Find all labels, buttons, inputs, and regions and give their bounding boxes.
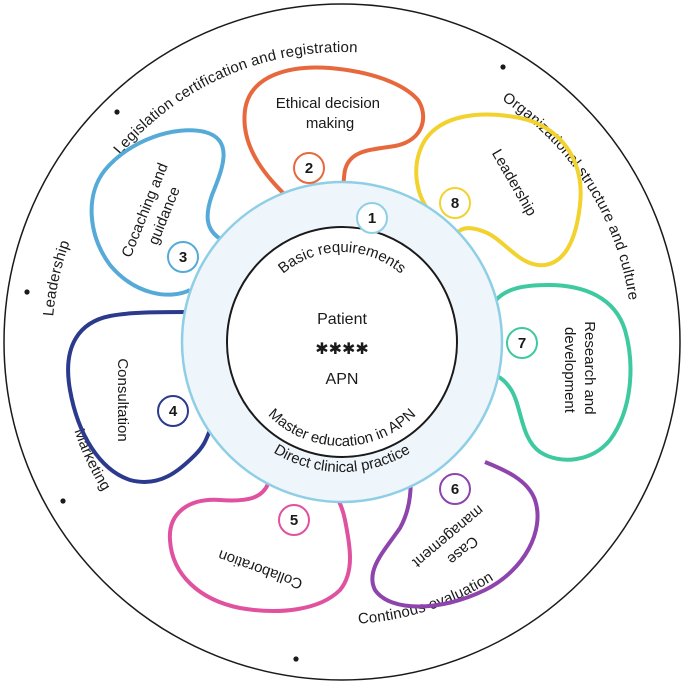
outer-item-marketing: Marketing xyxy=(70,426,114,494)
svg-text:2: 2 xyxy=(305,160,313,177)
bullet-dot-organizational xyxy=(500,64,506,70)
svg-text:3: 3 xyxy=(179,249,187,266)
badge-8: 8 xyxy=(439,187,471,219)
label-research-development: Research and development xyxy=(561,321,598,419)
svg-text:1: 1 xyxy=(368,210,376,227)
badge-6: 6 xyxy=(439,473,471,505)
bullet-dot-marketing xyxy=(60,498,66,504)
center-apn-label: APN xyxy=(326,371,359,388)
label-leadership-inner: Leadership xyxy=(488,146,540,219)
badge-3: 3 xyxy=(167,241,199,273)
badge-5: 5 xyxy=(278,504,310,536)
petal-collaboration xyxy=(167,483,352,613)
svg-text:6: 6 xyxy=(451,481,459,498)
petal-consultation xyxy=(66,310,212,484)
outer-item-continous: Continous evaluation xyxy=(357,568,496,627)
petal-case-management xyxy=(370,460,540,609)
outer-item-leadership: Leadership xyxy=(40,238,73,317)
svg-text:4: 4 xyxy=(169,403,178,420)
petal-research-development xyxy=(494,282,633,462)
badge-1: 1 xyxy=(356,202,388,234)
label-consultation: Consultation xyxy=(114,358,131,441)
petal-ethical-decision-making xyxy=(242,65,426,202)
bullet-dot-leadership-outer xyxy=(24,289,30,295)
badge-7: 7 xyxy=(506,327,538,359)
svg-text:8: 8 xyxy=(451,195,459,212)
label-ethical-decision-making: Ethical decision making xyxy=(276,95,384,132)
outer-ring xyxy=(3,3,681,681)
center-stars: ✱✱✱✱ xyxy=(315,341,369,358)
label-collaboration: Collaboration xyxy=(216,546,305,592)
center-patient-label: Patient xyxy=(317,311,367,328)
bullet-dot-continous xyxy=(293,656,299,662)
badge-2: 2 xyxy=(293,152,325,184)
svg-text:7: 7 xyxy=(518,335,526,352)
svg-text:5: 5 xyxy=(290,512,298,529)
bullet-dot-legislation xyxy=(114,109,120,115)
petal-leadership-inner xyxy=(414,112,583,268)
petal-cocaching-guidance xyxy=(89,128,226,297)
badge-4: 4 xyxy=(157,395,189,427)
center-circle xyxy=(226,226,458,458)
